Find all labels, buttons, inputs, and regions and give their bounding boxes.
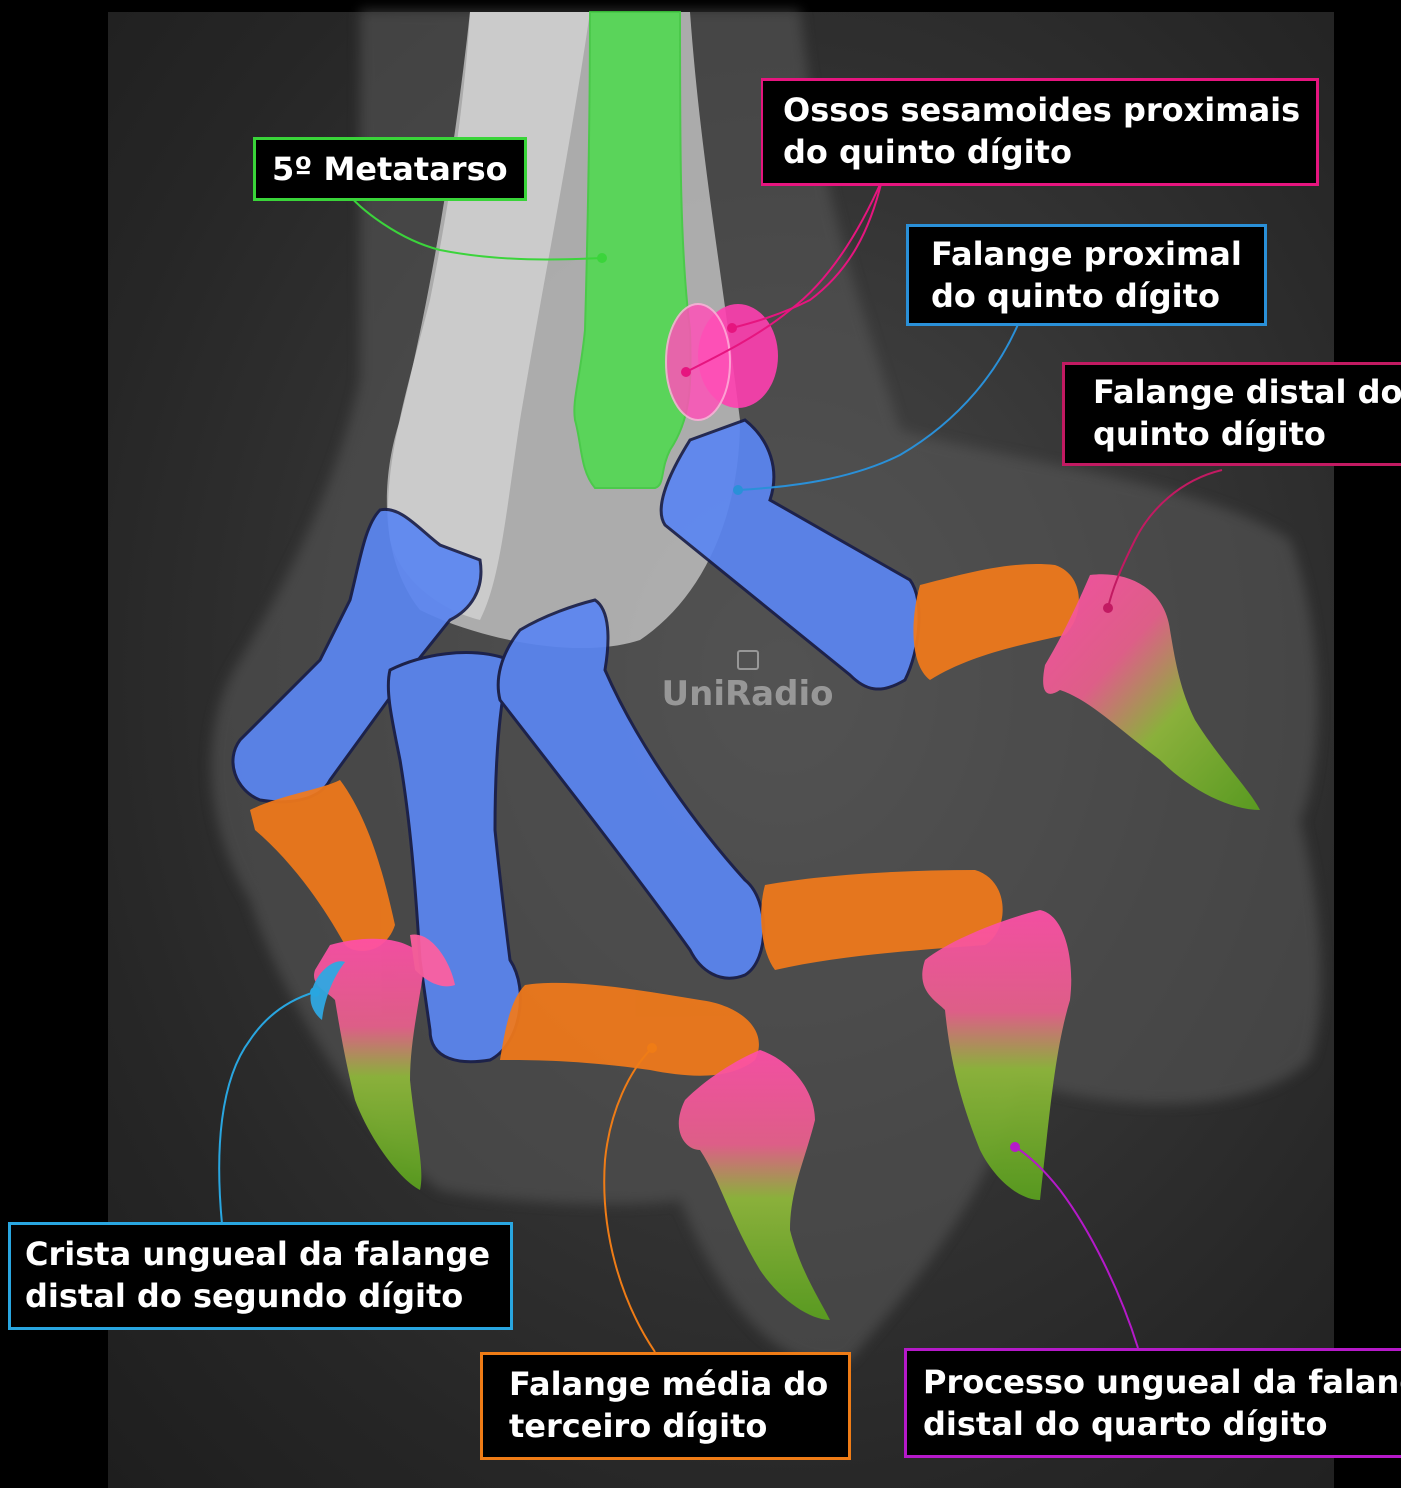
label-distal-phalanx-line2: quinto dígito <box>1093 413 1385 455</box>
label-ungual-crest-line1: Crista ungueal da falange <box>25 1233 490 1275</box>
label-middle-phalanx-line1: Falange média do <box>509 1363 828 1405</box>
leader-falange-proximal-dot <box>733 485 743 495</box>
leader-metatarso-dot <box>597 253 607 263</box>
leader-sesamoides-dot-a <box>727 323 737 333</box>
label-5th-metatarsal: 5º Metatarso <box>253 137 527 201</box>
label-ungual-crest: Crista ungueal da falange distal do segu… <box>8 1222 513 1330</box>
label-ungual-process-line1: Processo ungueal da falange <box>923 1361 1395 1403</box>
leader-falange-distal-dot <box>1103 603 1113 613</box>
label-middle-phalanx: Falange média do terceiro dígito <box>480 1352 851 1460</box>
leader-falange-media-dot <box>647 1043 657 1053</box>
label-sesamoid-bones: Ossos sesamoides proximais do quinto díg… <box>761 78 1319 186</box>
uniradio-logo-icon <box>737 650 759 670</box>
watermark-text: UniRadio <box>662 674 834 714</box>
label-ungual-crest-line2: distal do segundo dígito <box>25 1275 490 1317</box>
leader-sesamoides-dot-b <box>681 367 691 377</box>
leader-crista-dot <box>310 987 320 997</box>
label-sesamoid-line1: Ossos sesamoides proximais <box>783 89 1300 131</box>
label-ungual-process-line2: distal do quarto dígito <box>923 1403 1395 1445</box>
fifth-metatarsal <box>574 12 690 488</box>
label-proximal-phalanx-line1: Falange proximal <box>931 233 1242 275</box>
label-5th-metatarsal-text: 5º Metatarso <box>272 150 508 188</box>
label-proximal-phalanx: Falange proximal do quinto dígito <box>906 224 1267 326</box>
label-distal-phalanx-line1: Falange distal do <box>1093 371 1385 413</box>
label-sesamoid-line2: do quinto dígito <box>783 131 1300 173</box>
label-ungual-process: Processo ungueal da falange distal do qu… <box>904 1348 1401 1458</box>
label-distal-phalanx: Falange distal do quinto dígito <box>1062 362 1401 466</box>
watermark: UniRadio <box>655 650 840 714</box>
leader-crista <box>219 992 315 1224</box>
label-middle-phalanx-line2: terceiro dígito <box>509 1405 828 1447</box>
label-proximal-phalanx-line2: do quinto dígito <box>931 275 1242 317</box>
leader-processo-dot <box>1010 1142 1020 1152</box>
